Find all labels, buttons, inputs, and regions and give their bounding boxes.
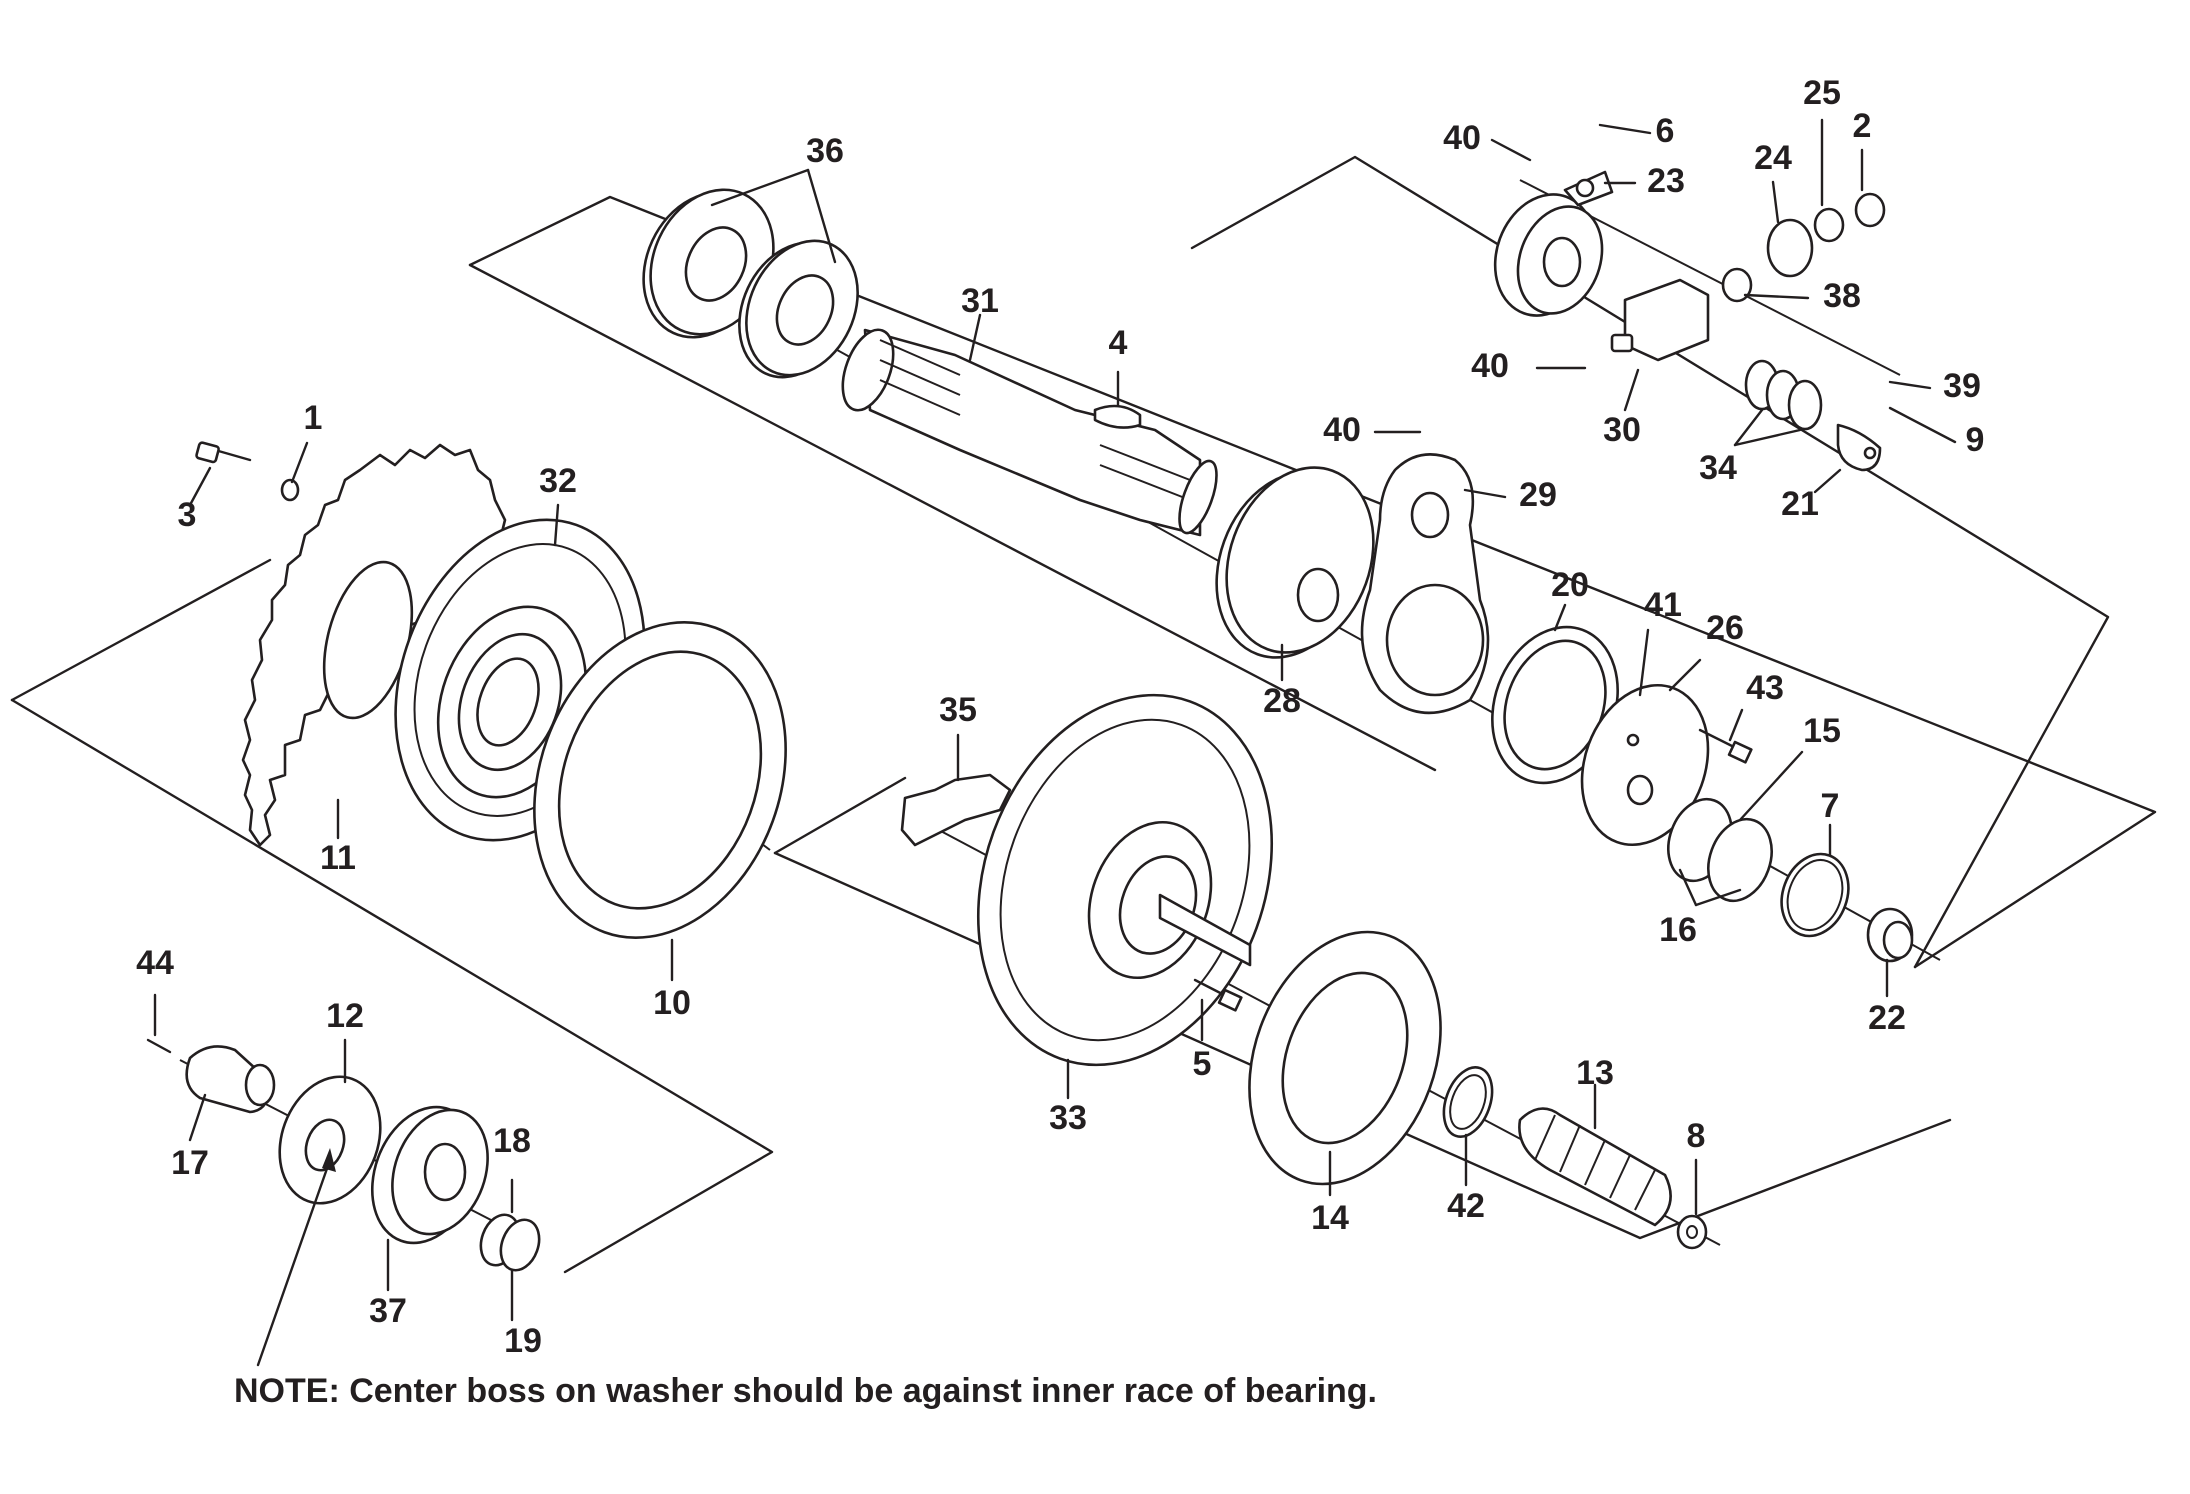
callout-42: 42 bbox=[1447, 1187, 1485, 1225]
bolt-3 bbox=[195, 441, 252, 464]
arm-29 bbox=[1360, 453, 1490, 715]
panel-right-hub bbox=[1190, 155, 2110, 969]
leader-lines bbox=[153, 118, 1957, 1367]
callout-3: 3 bbox=[178, 496, 197, 534]
collar-2 bbox=[1854, 192, 1886, 228]
callout-10: 10 bbox=[653, 984, 691, 1022]
pin-44 bbox=[146, 1038, 172, 1054]
callout-25: 25 bbox=[1803, 74, 1841, 112]
collar-17 bbox=[185, 1045, 276, 1114]
panel-sprocket-bottom bbox=[10, 698, 774, 1274]
callout-35: 35 bbox=[939, 691, 977, 729]
bearing-36-inner bbox=[738, 239, 859, 379]
hub-assembly-right bbox=[1493, 170, 1886, 472]
callout-40-arm: 40 bbox=[1323, 411, 1361, 449]
callout-16: 16 bbox=[1659, 911, 1697, 949]
washer-12 bbox=[278, 1075, 382, 1205]
collar-21 bbox=[1836, 423, 1882, 472]
bushing-22 bbox=[1866, 907, 1914, 963]
callout-17: 17 bbox=[171, 1144, 209, 1182]
callout-8: 8 bbox=[1687, 1117, 1706, 1155]
callout-9: 9 bbox=[1966, 421, 1985, 459]
assembly-note: NOTE: Center boss on washer should be ag… bbox=[234, 1372, 1378, 1410]
spring-13 bbox=[1518, 1107, 1672, 1227]
panel-upper-shaft-lower-edge bbox=[468, 263, 1437, 772]
snap-ring-42 bbox=[1442, 1066, 1494, 1138]
bearing-37 bbox=[370, 1105, 489, 1245]
callout-18: 18 bbox=[493, 1122, 531, 1160]
ring-10 bbox=[533, 621, 787, 939]
spacer-34c bbox=[1787, 379, 1823, 431]
callout-40-mid: 40 bbox=[1471, 347, 1509, 385]
washer-25 bbox=[1813, 207, 1845, 243]
callout-23: 23 bbox=[1647, 162, 1685, 200]
bolt-43 bbox=[1698, 728, 1753, 764]
bearing-24 bbox=[1766, 218, 1814, 278]
callout-labels: 1 2 3 4 5 6 7 8 9 10 11 12 13 14 15 16 1… bbox=[136, 74, 1984, 1360]
callout-41: 41 bbox=[1644, 586, 1682, 624]
key-4 bbox=[1093, 404, 1142, 429]
washer-8 bbox=[1676, 1214, 1708, 1250]
callout-30: 30 bbox=[1603, 411, 1641, 449]
washer-14 bbox=[1248, 930, 1442, 1186]
callout-2: 2 bbox=[1853, 107, 1872, 145]
panel-sprocket bbox=[10, 558, 272, 702]
snap-ring-7 bbox=[1780, 852, 1850, 938]
callout-13: 13 bbox=[1576, 1054, 1614, 1092]
callout-15: 15 bbox=[1803, 712, 1841, 750]
callout-39: 39 bbox=[1943, 367, 1981, 405]
callout-31: 31 bbox=[961, 282, 999, 320]
callout-7: 7 bbox=[1821, 787, 1840, 825]
panel-mid-step bbox=[773, 776, 907, 855]
callout-11: 11 bbox=[320, 839, 356, 877]
washer-1 bbox=[280, 478, 300, 502]
callout-24: 24 bbox=[1754, 139, 1792, 177]
bearing-16 bbox=[1667, 797, 1773, 903]
callout-1: 1 bbox=[304, 399, 323, 437]
callout-32: 32 bbox=[539, 462, 577, 500]
callout-21: 21 bbox=[1781, 485, 1819, 523]
sprocket-11 bbox=[241, 443, 507, 847]
callout-26: 26 bbox=[1706, 609, 1744, 647]
callout-20: 20 bbox=[1551, 566, 1589, 604]
block-30 bbox=[1623, 278, 1710, 362]
callout-22: 22 bbox=[1868, 999, 1906, 1037]
seal-ring-20 bbox=[1491, 625, 1619, 785]
callout-40-top: 40 bbox=[1443, 119, 1481, 157]
snap-ring-18-19 bbox=[479, 1213, 541, 1272]
note-arrowhead bbox=[322, 1148, 336, 1172]
callout-43: 43 bbox=[1746, 669, 1784, 707]
bolt-5 bbox=[1193, 978, 1243, 1012]
callout-44: 44 bbox=[136, 944, 174, 982]
shaft-31 bbox=[841, 328, 1218, 537]
callout-36: 36 bbox=[806, 132, 844, 170]
callout-5: 5 bbox=[1193, 1045, 1212, 1083]
bushing-38 bbox=[1721, 267, 1753, 303]
callout-29: 29 bbox=[1519, 476, 1557, 514]
fork-35 bbox=[900, 773, 1012, 847]
callout-6: 6 bbox=[1656, 112, 1675, 150]
disc-33 bbox=[976, 693, 1274, 1067]
callout-33: 33 bbox=[1049, 1099, 1087, 1137]
callout-34: 34 bbox=[1699, 449, 1737, 487]
callout-4: 4 bbox=[1109, 324, 1128, 362]
hub-28 bbox=[1215, 466, 1375, 659]
callout-37: 37 bbox=[369, 1292, 407, 1330]
callout-14: 14 bbox=[1311, 1199, 1349, 1237]
callout-28: 28 bbox=[1263, 682, 1301, 720]
callout-19: 19 bbox=[504, 1322, 542, 1360]
callout-12: 12 bbox=[326, 997, 364, 1035]
callout-38: 38 bbox=[1823, 277, 1861, 315]
